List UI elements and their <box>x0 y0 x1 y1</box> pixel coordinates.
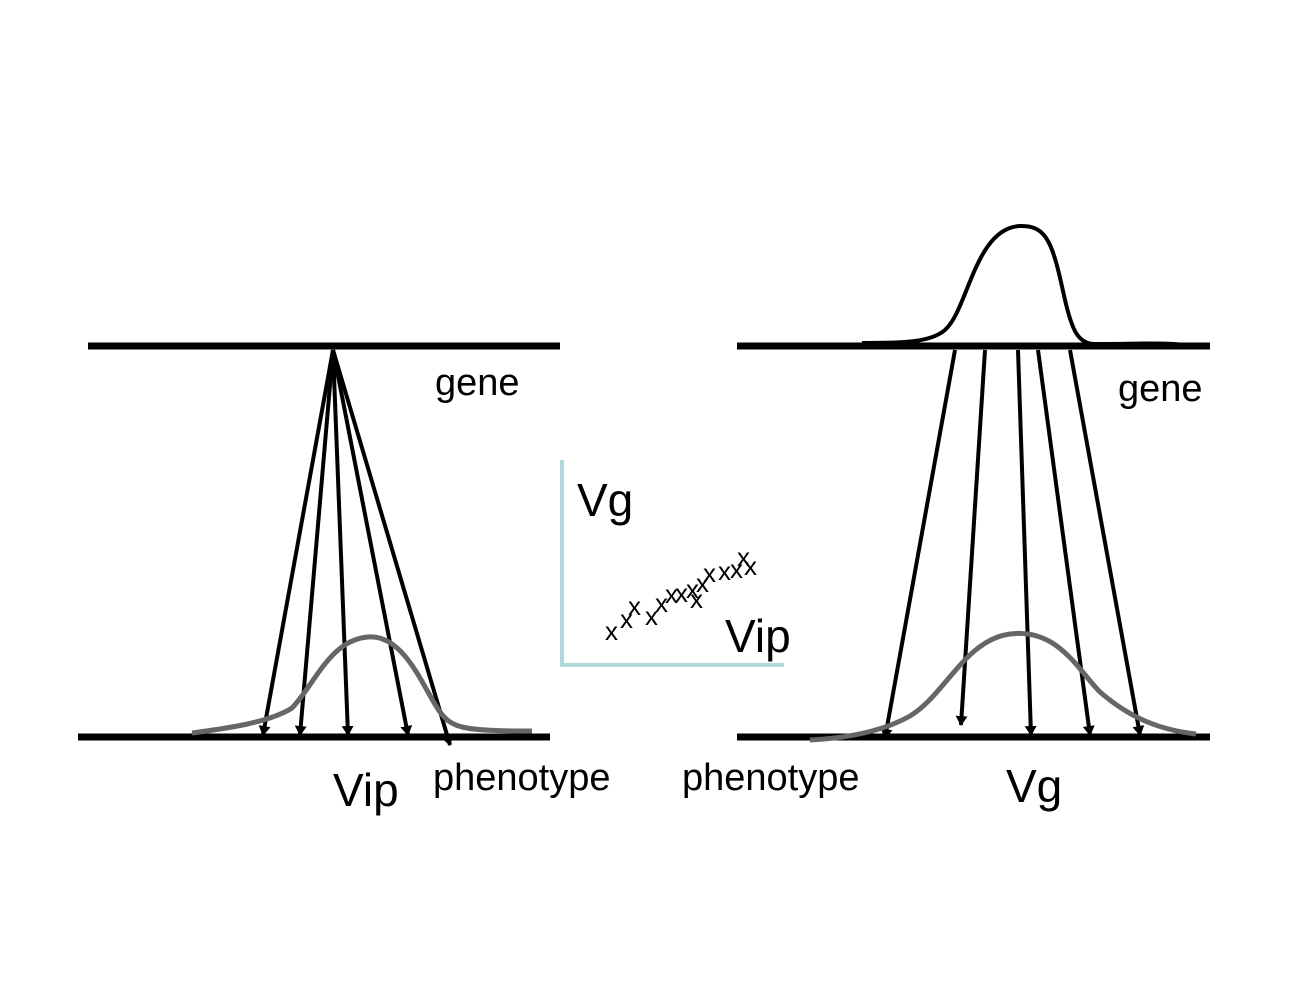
left-panel: gene Vip phenotype <box>78 342 611 816</box>
right-arrow <box>880 349 957 739</box>
scatter-point: x <box>730 554 743 584</box>
left-arrow <box>331 349 354 736</box>
right-panel: gene phenotype Vg <box>682 223 1210 812</box>
right-phenotype-curve <box>809 630 1197 743</box>
scatter-point: x <box>718 556 731 586</box>
scatter-x-label: Vip <box>725 610 791 662</box>
scatter-point: x <box>696 568 709 598</box>
right-genotype-curve <box>861 223 1191 348</box>
scatter-point: x <box>645 601 658 631</box>
scatter-point: x <box>675 578 688 608</box>
scatter-point: x <box>655 588 668 618</box>
left-variance-label: Vip <box>333 764 399 816</box>
right-arrows <box>880 349 1145 739</box>
left-arrows <box>258 349 454 746</box>
right-gene-label: gene <box>1118 368 1203 410</box>
scatter-point: x <box>620 604 633 634</box>
scatter-point: x <box>690 584 703 614</box>
scatter-point: x <box>665 579 678 609</box>
right-phenotype-label: phenotype <box>682 757 860 799</box>
left-arrow <box>258 349 335 736</box>
right-arrow <box>1016 349 1037 736</box>
left-arrow <box>294 349 335 736</box>
left-phenotype-curve <box>191 634 533 736</box>
scatter-point: x <box>703 558 716 588</box>
scatter-point: x <box>605 616 618 646</box>
right-arrow <box>955 349 987 726</box>
right-arrow <box>1068 349 1145 736</box>
right-variance-label: Vg <box>1006 760 1062 812</box>
left-arrow <box>331 349 454 746</box>
scatter-point: x <box>737 542 750 572</box>
scatter-y-label: Vg <box>577 474 633 526</box>
left-arrow <box>331 349 413 736</box>
scatter-point: x <box>686 574 699 604</box>
scatter-point: x <box>744 551 757 581</box>
left-gene-label: gene <box>435 362 520 404</box>
left-phenotype-label: phenotype <box>433 757 611 799</box>
scatter-point: x <box>628 591 641 621</box>
